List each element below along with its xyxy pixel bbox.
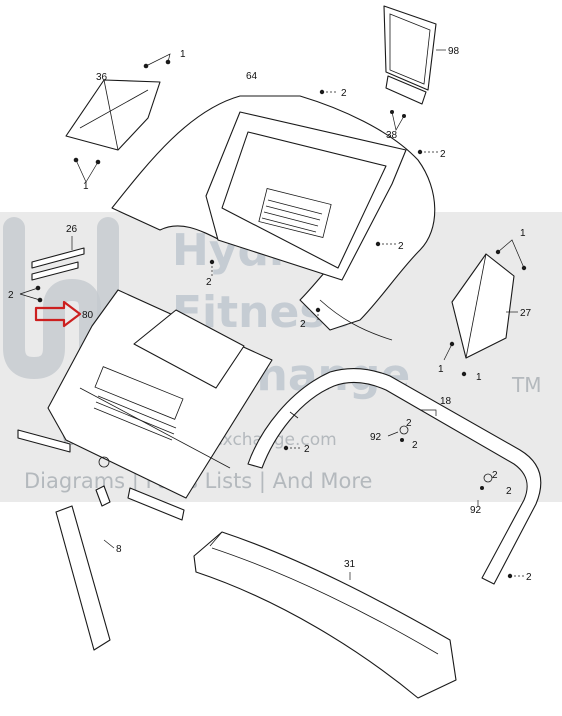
- part-18: [247, 367, 542, 585]
- callout-2b: 2: [440, 149, 446, 160]
- part-26: [19, 236, 85, 303]
- part-31: [193, 531, 457, 699]
- callout-2j: 2: [492, 470, 498, 481]
- callout-2l: 2: [526, 572, 532, 583]
- callout-98: 98: [448, 46, 460, 57]
- callout-92b: 92: [470, 505, 482, 516]
- callout-2c: 2: [398, 241, 404, 252]
- callout-27: 27: [520, 308, 532, 319]
- callout-1c: 1: [520, 228, 526, 239]
- callout-36: 36: [96, 72, 108, 83]
- callout-80: 80: [82, 310, 94, 321]
- callout-2g: 2: [304, 444, 310, 455]
- callout-26: 26: [66, 224, 78, 235]
- callout-2a: 2: [341, 88, 347, 99]
- part-36: [65, 53, 171, 183]
- callout-1a: 1: [180, 49, 186, 60]
- watermark-tm: TM: [511, 373, 541, 397]
- callout-2h: 2: [406, 418, 412, 429]
- callout-64: 64: [246, 71, 258, 82]
- callout-1d: 1: [438, 364, 444, 375]
- part-27: [443, 239, 527, 377]
- part-80: [17, 289, 273, 521]
- callout-8: 8: [116, 544, 122, 555]
- callout-1b: 1: [83, 181, 89, 192]
- callout-2f: 2: [8, 290, 14, 301]
- callout-2d: 2: [206, 277, 212, 288]
- part-8: [55, 485, 115, 651]
- callout-38: 38: [386, 130, 398, 141]
- red-arrow-icon: [34, 300, 82, 328]
- part-98: [383, 5, 446, 131]
- callout-31: 31: [344, 559, 356, 570]
- callout-92a: 92: [370, 432, 382, 443]
- callout-2k: 2: [506, 486, 512, 497]
- callout-18: 18: [440, 396, 452, 407]
- callout-1e: 1: [476, 372, 482, 383]
- callout-2i: 2: [412, 440, 418, 451]
- part-64: [111, 89, 438, 341]
- callout-2e: 2: [300, 319, 306, 330]
